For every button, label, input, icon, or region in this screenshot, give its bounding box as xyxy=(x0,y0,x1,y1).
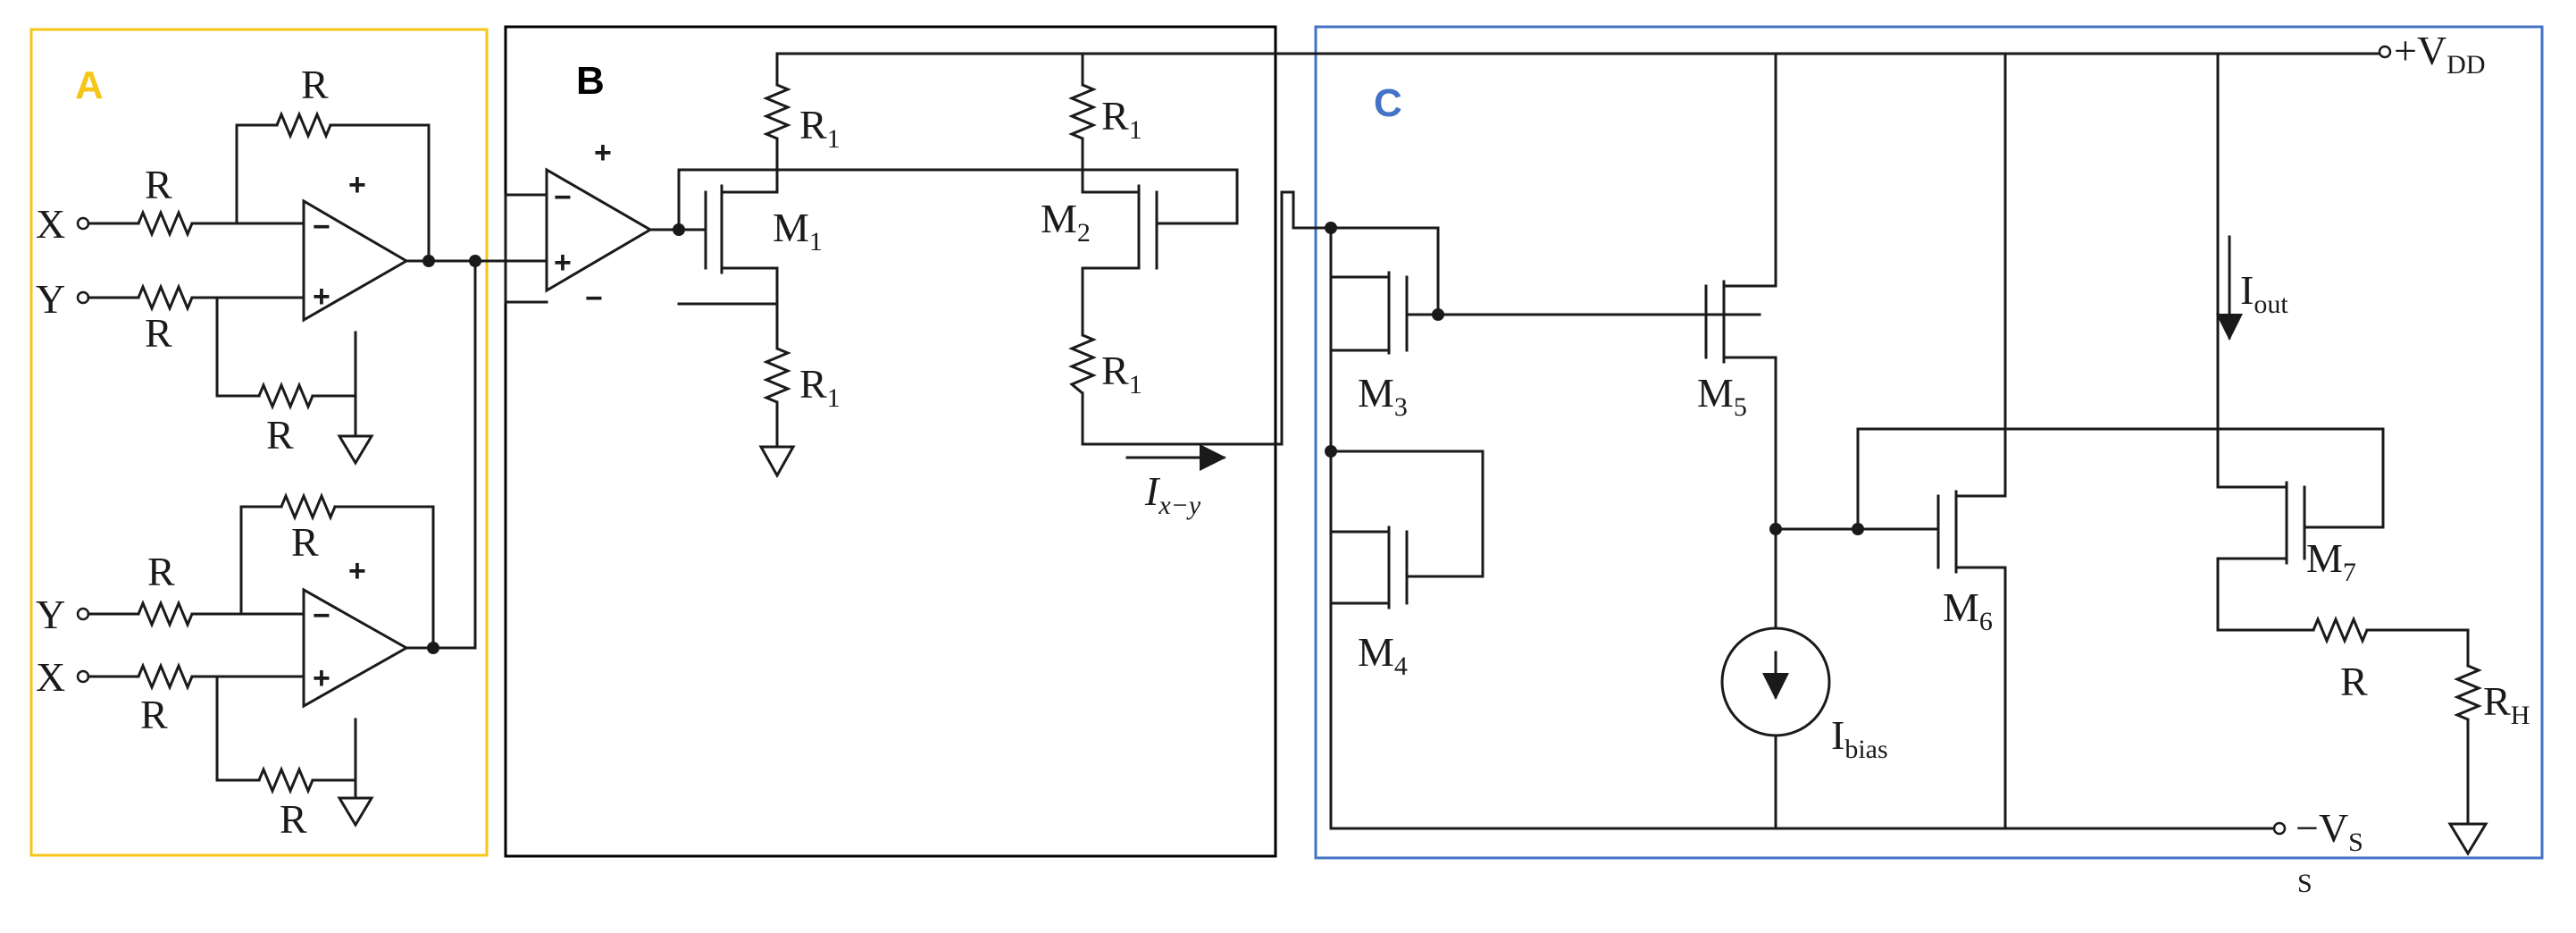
vs-label: −VS xyxy=(2296,805,2363,857)
ground-a1 xyxy=(337,434,374,466)
opamp-b-plus-top: + xyxy=(594,136,612,170)
block-a-frame xyxy=(29,28,489,857)
block-b-frame xyxy=(504,25,1277,858)
resistor-r1-top-right xyxy=(1068,83,1097,140)
current-mirror-stage xyxy=(1231,45,2488,856)
opamp-b-minus-bottom: − xyxy=(585,282,603,315)
m1-label: M1 xyxy=(773,205,823,256)
opamp-a1-plus: + xyxy=(313,280,330,314)
diff-amp-top: − + + xyxy=(76,111,481,466)
r1-top-left-label: R1 xyxy=(799,102,841,154)
stray-s-label: S xyxy=(2297,869,2313,898)
resistor-rf1 xyxy=(275,111,332,139)
r1-bottom-right-label: R1 xyxy=(1101,348,1142,399)
resistor-r-load-label: R xyxy=(2340,659,2368,704)
diff-amp-bottom: − + + xyxy=(76,259,477,828)
iout-label: Iout xyxy=(2240,267,2288,319)
resistor-rf2-label: R xyxy=(291,519,319,565)
input-x-terminal xyxy=(76,216,90,231)
resistor-rx2 xyxy=(137,662,194,691)
rh-label: RH xyxy=(2483,678,2530,730)
vdd-terminal xyxy=(2378,45,2392,59)
vdd-label: +VDD xyxy=(2394,28,2486,80)
resistor-rf2 xyxy=(280,492,337,521)
resistor-r-load xyxy=(2312,616,2369,644)
resistor-rx1-label: R xyxy=(145,162,172,207)
ground-c xyxy=(2447,822,2488,856)
input-y-label: Y xyxy=(36,276,65,322)
current-ixy-label: Ix−y xyxy=(1144,468,1201,520)
resistor-rf1-label: R xyxy=(301,62,329,107)
resistor-ry1 xyxy=(137,283,194,312)
opamp-a2 xyxy=(302,587,410,709)
input-y2-label: Y xyxy=(36,592,65,637)
input-y-terminal xyxy=(76,290,90,305)
opamp-a1-plus-top: + xyxy=(348,168,366,202)
input-x2-label: X xyxy=(36,654,65,700)
resistor-ry2 xyxy=(137,600,194,628)
block-b-label: B xyxy=(576,59,605,103)
ibias-label: Ibias xyxy=(1831,712,1888,764)
resistor-r1-bottom-left xyxy=(763,347,791,404)
input-y2-terminal xyxy=(76,607,90,621)
r1-top-right-label: R1 xyxy=(1101,93,1142,145)
opamp-a2-plus-top: + xyxy=(348,554,366,588)
resistor-rg2-label: R xyxy=(280,796,307,842)
opamp-b-minus: − xyxy=(554,181,572,214)
block-c-label: C xyxy=(1374,81,1402,125)
input-x2-terminal xyxy=(76,669,90,684)
block-c-frame xyxy=(1314,25,2544,860)
r1-bottom-left-label: R1 xyxy=(799,361,841,413)
opamp-a1-minus: − xyxy=(313,210,330,244)
ground-b xyxy=(758,445,796,479)
resistor-rg2 xyxy=(257,766,314,794)
vi-converter: − + + − xyxy=(473,52,1295,479)
vs-terminal xyxy=(2272,821,2287,836)
input-x-label: X xyxy=(36,201,65,247)
m6-label: M6 xyxy=(1943,584,1993,636)
resistor-r1-top-left xyxy=(763,83,791,140)
resistor-rx1 xyxy=(137,209,194,238)
opamp-b-plus: + xyxy=(554,246,572,280)
m7-label: M7 xyxy=(2306,535,2356,587)
resistor-rh xyxy=(2454,664,2482,721)
m5-label: M5 xyxy=(1697,370,1747,422)
resistor-ry2-label: R xyxy=(147,549,175,594)
m3-label: M3 xyxy=(1358,370,1408,422)
m4-label: M4 xyxy=(1358,629,1408,681)
opamp-a2-plus: + xyxy=(313,661,330,695)
opamp-b xyxy=(545,167,653,293)
resistor-rg1-label: R xyxy=(266,412,294,458)
resistor-ry1-label: R xyxy=(145,310,172,356)
block-a-label: A xyxy=(75,63,104,107)
opamp-a2-minus: − xyxy=(313,599,330,633)
ground-a2 xyxy=(337,796,374,828)
resistor-rx2-label: R xyxy=(140,692,168,737)
resistor-r1-bottom-right xyxy=(1068,333,1097,395)
m2-label: M2 xyxy=(1041,196,1091,248)
opamp-a1 xyxy=(302,198,409,323)
resistor-rg1 xyxy=(257,382,314,410)
